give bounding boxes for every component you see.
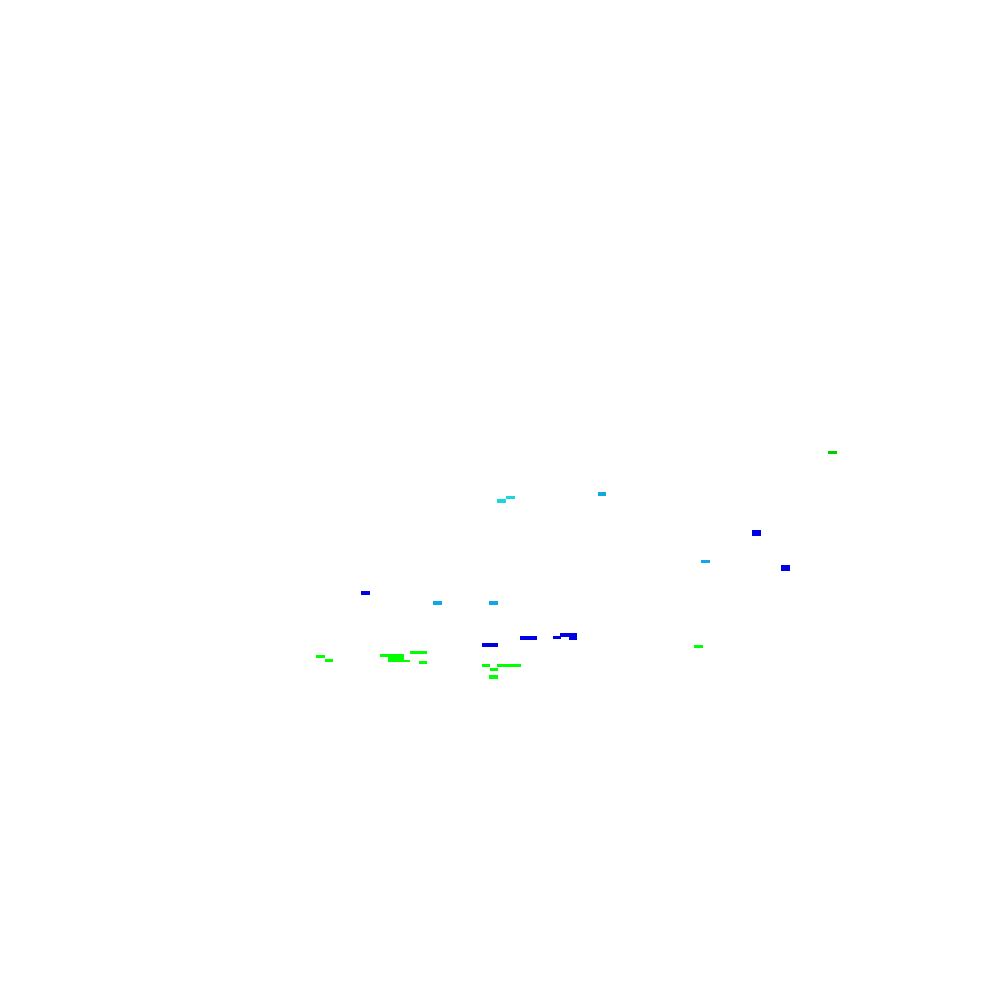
- bright-green-mark-5: [388, 660, 410, 662]
- blue-mark-4: [482, 643, 498, 647]
- sky-blue-mark-2: [701, 560, 710, 563]
- blue-mark-1: [752, 530, 761, 536]
- green-mark-1: [828, 451, 837, 454]
- blue-mark-7: [560, 633, 577, 637]
- cyan-mark-1: [497, 499, 506, 503]
- blue-mark-5: [520, 636, 537, 640]
- blue-mark-2: [781, 565, 790, 571]
- bright-green-mark-7: [419, 661, 427, 664]
- cyan-mark-2: [506, 496, 515, 499]
- bright-green-mark-12: [694, 645, 703, 648]
- blue-mark-8: [569, 637, 577, 640]
- sky-blue-mark-1: [598, 492, 606, 496]
- bright-green-mark-2: [325, 659, 333, 662]
- blue-mark-6: [553, 636, 561, 639]
- bright-green-mark-9: [490, 668, 498, 671]
- bright-green-mark-3: [380, 654, 404, 657]
- bright-green-mark-4: [388, 657, 404, 660]
- bright-green-mark-11: [489, 675, 498, 679]
- bright-green-mark-8: [482, 664, 490, 667]
- bright-green-mark-10: [497, 664, 521, 667]
- sky-blue-mark-4: [489, 601, 498, 605]
- bright-green-mark-6: [410, 651, 427, 654]
- blue-mark-3: [361, 591, 370, 595]
- bright-green-mark-1: [316, 655, 325, 658]
- sky-blue-mark-3: [433, 601, 442, 605]
